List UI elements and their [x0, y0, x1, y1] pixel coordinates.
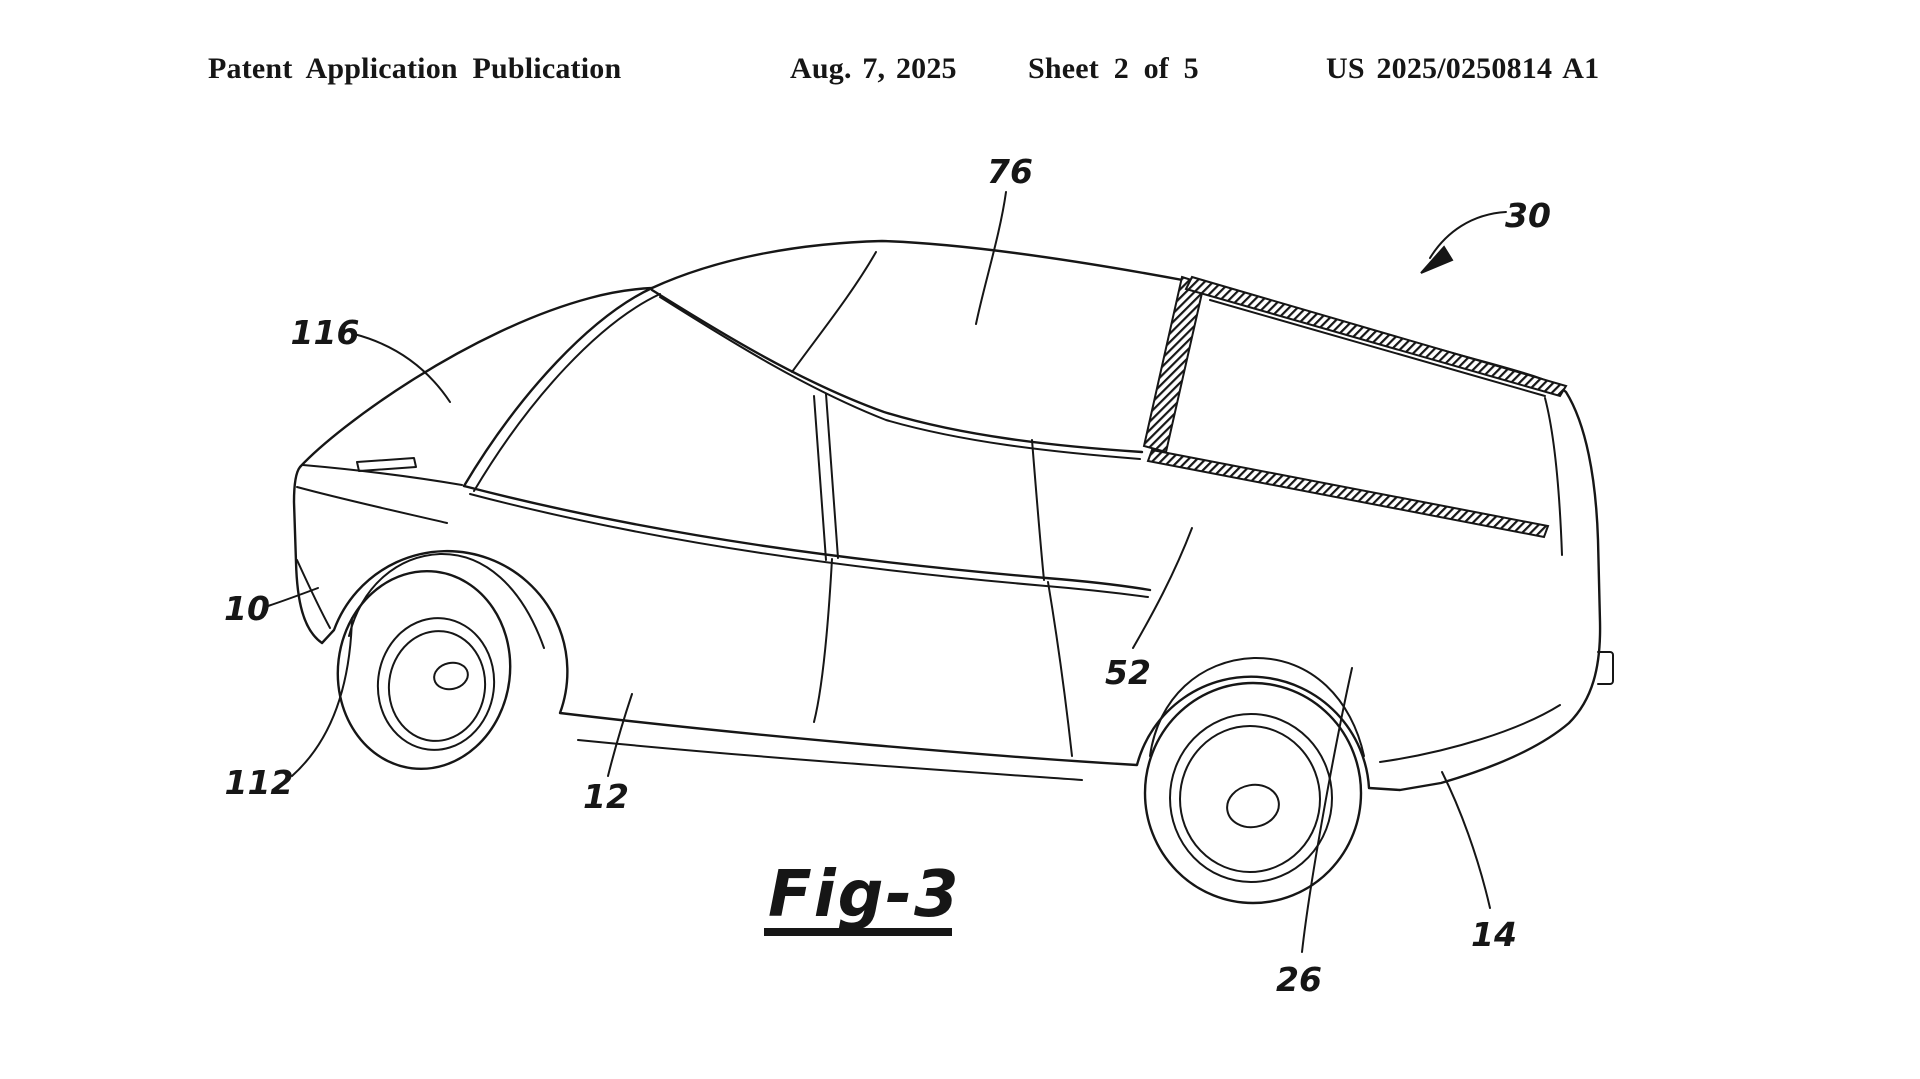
front-hub	[433, 661, 469, 691]
leader-26	[1301, 667, 1353, 953]
b-pillar-front-edge	[813, 395, 827, 561]
rear-rim-inner	[1179, 725, 1321, 873]
leader-116	[353, 333, 451, 403]
front-wheel-arch-lip	[348, 552, 545, 649]
ref-label-116: 116	[291, 313, 360, 352]
a-pillar-line-inner	[473, 293, 661, 492]
front-door-shutline	[813, 558, 833, 723]
leader-10	[267, 587, 319, 607]
beltline-lower	[469, 493, 1149, 598]
tailgate-seam-line	[1544, 397, 1563, 556]
roof-seam-line	[791, 251, 877, 373]
leader-30-arrowhead	[1420, 245, 1454, 274]
leader-lines	[267, 191, 1507, 953]
beltline-upper	[462, 484, 1152, 592]
fender-seam-line	[296, 486, 448, 524]
ref-label-112: 112	[225, 763, 294, 802]
leader-30-arrow-shaft	[1429, 211, 1507, 259]
rear-light-tab	[1597, 651, 1614, 685]
figure-caption: Fig-3	[764, 858, 961, 936]
rocker-sill-line	[577, 739, 1083, 781]
rear-bumper-crease	[1379, 704, 1561, 763]
reference-numerals: 76 30 116 10 112 12 52 26 14	[224, 152, 1551, 999]
rear-wheel-arch-lip	[1149, 656, 1365, 757]
upper-rail-hatched-band	[1184, 275, 1568, 398]
front-rim-inner	[387, 630, 487, 742]
ref-label-26: 26	[1276, 960, 1322, 999]
front-wheel	[336, 569, 512, 771]
rear-rim-outer	[1169, 713, 1333, 883]
front-tire	[336, 569, 512, 771]
header-date: Aug. 7, 2025	[790, 52, 957, 85]
inner-bed-rail-line	[1209, 299, 1546, 397]
leader-12	[607, 693, 633, 777]
lower-rail-hatched-band	[1146, 448, 1550, 539]
roof-side-rail-outer	[650, 288, 1144, 454]
figure-caption-text: Fig-3	[768, 858, 961, 932]
front-rim-outer	[376, 617, 496, 751]
hood-sensor-detail	[356, 457, 417, 472]
ref-label-10: 10	[224, 589, 270, 628]
ref-label-52: 52	[1105, 653, 1151, 692]
rear-wheel	[1143, 681, 1363, 905]
a-pillar-line-outer	[462, 286, 654, 488]
c-pillar-window-divider	[1031, 439, 1045, 581]
b-pillar-rear-edge	[825, 393, 839, 559]
leader-52	[1132, 527, 1193, 649]
ref-label-14: 14	[1471, 915, 1517, 954]
leader-14	[1441, 771, 1491, 909]
vehicle-drawing	[292, 239, 1614, 905]
ref-label-12: 12	[583, 777, 629, 816]
header-publication: Patent Application Publication	[208, 52, 622, 85]
rear-hub	[1226, 783, 1280, 829]
ref-label-30: 30	[1505, 196, 1551, 235]
rear-door-shutline	[1047, 581, 1073, 757]
leader-76	[975, 191, 1007, 325]
vehicle-body-outline	[292, 239, 1602, 792]
ref-label-76: 76	[987, 152, 1033, 191]
rear-tire	[1143, 681, 1363, 905]
d-pillar-hatched-band	[1142, 275, 1206, 454]
header-patent-number: US 2025/0250814 A1	[1326, 52, 1600, 85]
front-bumper-crease	[296, 559, 331, 629]
roof-side-rail-inner	[659, 296, 1141, 460]
hood-seam-line	[302, 464, 463, 486]
leader-112	[291, 617, 353, 777]
